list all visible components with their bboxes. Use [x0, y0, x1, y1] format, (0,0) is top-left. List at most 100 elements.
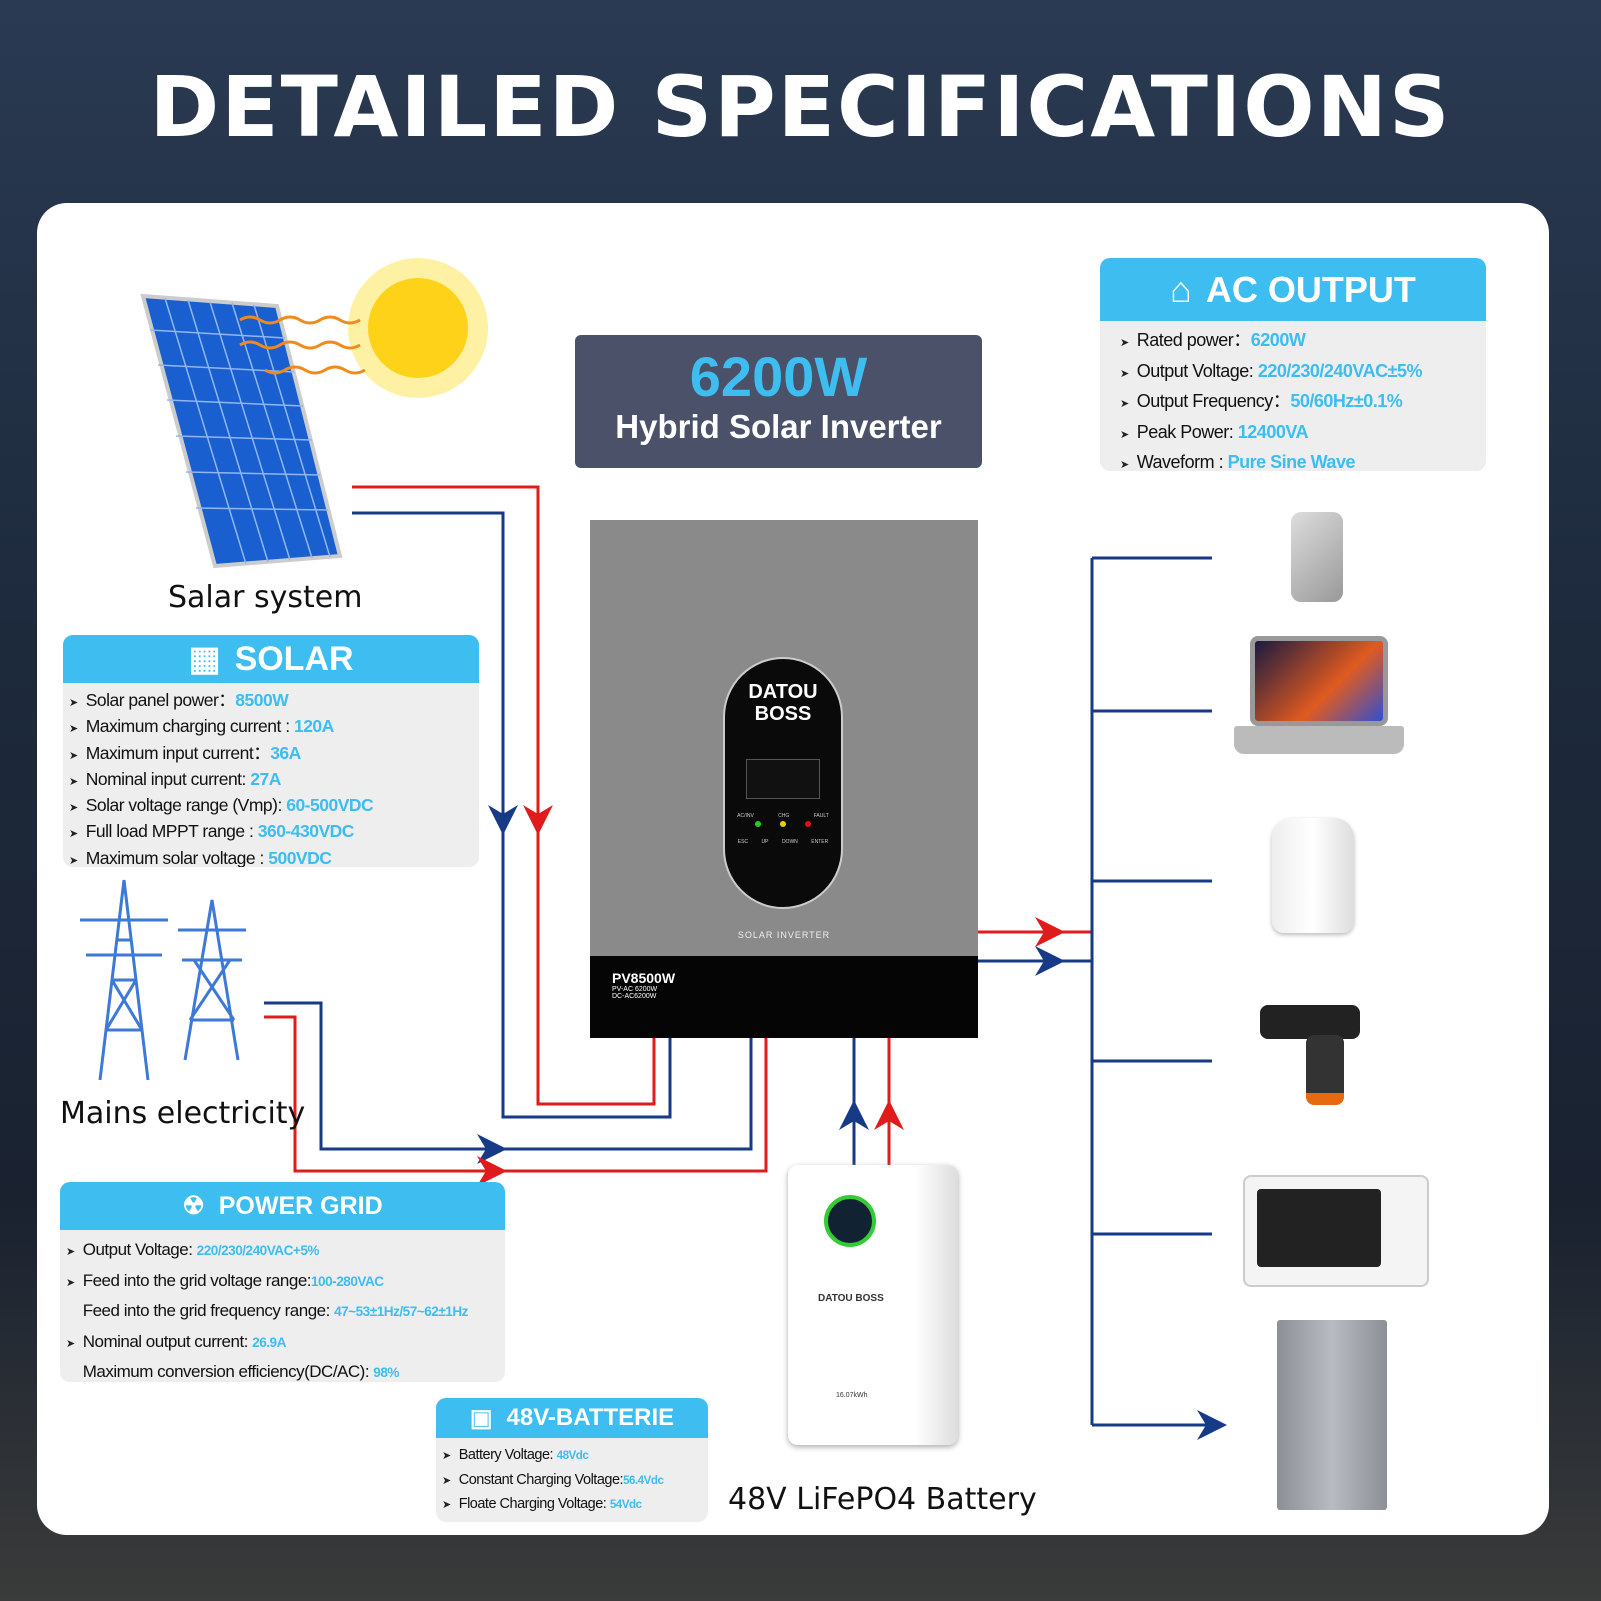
- grid-heading: POWER GRID: [218, 1191, 383, 1220]
- spec-item: Peak Power: 12400VA: [1120, 419, 1480, 450]
- spec-item: Nominal input current: 27A: [69, 768, 473, 794]
- spec-value: 48Vdc: [556, 1449, 589, 1462]
- led-green: [754, 821, 761, 827]
- spec-label: Nominal output current:: [82, 1331, 253, 1351]
- spec-label: Maximum solar voltage :: [85, 847, 269, 867]
- solar_box-list: Solar panel power：8500WMaximum charging …: [63, 683, 479, 867]
- spec-value: 120A: [293, 716, 334, 737]
- spec-item: Output Frequency：50/60Hz±0.1%: [1120, 388, 1480, 419]
- spec-label: Maximum conversion efficiency(DC/AC):: [82, 1362, 374, 1381]
- mains-label: Mains electricity: [60, 1096, 306, 1131]
- smartphone-icon: [1291, 512, 1343, 602]
- solar-red-line: [352, 485, 656, 1106]
- spec-value: 26.9A: [252, 1334, 286, 1350]
- spec-value: 60-500VDC: [286, 795, 374, 816]
- spec-label: Full load MPPT range :: [85, 821, 258, 842]
- spec-label: Feed into the grid frequency range:: [82, 1301, 335, 1320]
- sun-icon: [239, 258, 488, 398]
- spec-label: Output Voltage:: [82, 1240, 197, 1259]
- solar-panel-icon: [140, 293, 343, 569]
- esc-button: ESC: [737, 839, 749, 845]
- spec-value: 360-430VDC: [257, 821, 355, 842]
- battery_box-list: Battery Voltage: 48VdcConstant Charging …: [436, 1438, 708, 1522]
- spec-label: Peak Power:: [1136, 421, 1238, 442]
- oven-icon: [1243, 1175, 1429, 1287]
- model-spec2: DC-AC6200W: [612, 993, 657, 1000]
- appliances-icon: ⌂: [1170, 268, 1192, 310]
- battery-capacity: 16.07kWh: [836, 1392, 868, 1399]
- led-label: AC/INV: [737, 813, 754, 819]
- spec-value: 100-280VAC: [311, 1273, 384, 1289]
- battery-unit-image: DATOU BOSS 16.07kWh: [788, 1165, 958, 1445]
- spec-value: 6200W: [1250, 330, 1306, 350]
- spec-item: Solar voltage range (Vmp): 60-500VDC: [69, 794, 473, 820]
- led-red: [805, 821, 812, 827]
- spec-label: Output Frequency：: [1136, 391, 1291, 411]
- spec-value: 8500W: [235, 690, 289, 710]
- spec-value: 50/60Hz±0.1%: [1290, 391, 1403, 411]
- battery-brand: DATOU BOSS: [818, 1293, 884, 1304]
- drill-icon: [1260, 1005, 1360, 1039]
- solar-panel-icon: ▦: [188, 640, 221, 678]
- spec-label: Feed into the grid voltage range:: [82, 1270, 312, 1290]
- spec-value: 27A: [250, 768, 281, 789]
- solar-heading: SOLAR: [234, 639, 354, 678]
- up-button: UP: [761, 839, 769, 845]
- battery-heading: 48V-BATTERIE: [506, 1404, 675, 1431]
- model-name: PV8500W: [612, 970, 676, 986]
- brand-line2: BOSS: [754, 703, 812, 725]
- product-title-banner: 6200W Hybrid Solar Inverter: [575, 335, 982, 468]
- power-tower-icon: [80, 879, 246, 1081]
- enter-button: ENTER: [811, 839, 829, 845]
- spec-item: Output Voltage: 220/230/240VAC±5%: [1120, 358, 1480, 389]
- battery-icon: ▣: [469, 1404, 493, 1432]
- spec-label: Floate Charging Voltage:: [458, 1496, 610, 1512]
- grid-blue-line: [264, 1001, 753, 1151]
- drill-handle: [1306, 1035, 1344, 1105]
- led-label: FAULT: [813, 813, 829, 819]
- spec-item: Battery Voltage: 48Vdc: [442, 1444, 702, 1469]
- kettle-icon: [1272, 818, 1354, 933]
- lcd-display: [746, 759, 820, 799]
- spec-label: Maximum input current：: [85, 742, 271, 763]
- spec-item: Floate Charging Voltage: 54Vdc: [442, 1493, 702, 1518]
- solar-spec-box: ▦SOLAR Solar panel power：8500WMaximum ch…: [63, 635, 479, 867]
- solar-blue-line: [352, 511, 672, 1119]
- led-yellow: [779, 821, 786, 827]
- spec-value: 54Vdc: [609, 1498, 642, 1511]
- spec-item: Full load MPPT range : 360-430VDC: [69, 820, 473, 846]
- down-button: DOWN: [781, 839, 798, 845]
- spec-item: Maximum conversion efficiency(DC/AC): 98…: [66, 1358, 499, 1382]
- laptop-icon: [1250, 636, 1388, 726]
- spec-label: Solar panel power：: [85, 690, 236, 710]
- spec-item: Nominal output current: 26.9A: [66, 1328, 499, 1359]
- ac-heading: AC OUTPUT: [1205, 268, 1416, 310]
- spec-item: Feed into the grid frequency range: 47~5…: [66, 1297, 499, 1328]
- spec-item: Rated power：6200W: [1120, 327, 1480, 358]
- grid-spec-box: ☢POWER GRID Output Voltage: 220/230/240V…: [60, 1182, 505, 1382]
- battery-spec-box: ▣48V-BATTERIE Battery Voltage: 48VdcCons…: [436, 1398, 708, 1522]
- brand-line1: DATOU: [748, 681, 818, 703]
- spec-item: Feed into the grid voltage range:100-280…: [66, 1267, 499, 1298]
- inverter-base: PV8500W PV-AC 6200W DC-AC6200W: [590, 956, 978, 1038]
- spec-item: Solar panel power：8500W: [69, 689, 473, 715]
- front-label: SOLAR INVERTER: [737, 930, 831, 940]
- spec-value: 56.4Vdc: [623, 1473, 664, 1487]
- led-label: CHG: [778, 813, 790, 819]
- spec-label: Rated power：: [1136, 330, 1252, 350]
- spec-label: Waveform :: [1136, 452, 1228, 471]
- spec-label: Maximum charging current :: [85, 716, 294, 737]
- ac_box-list: Rated power：6200WOutput Voltage: 220/230…: [1100, 321, 1486, 471]
- spec-label: Constant Charging Voltage:: [458, 1471, 624, 1488]
- spec-value: 500VDC: [268, 847, 332, 867]
- spec-item: Output Voltage: 220/230/240VAC+5%: [66, 1236, 499, 1267]
- spec-item: Constant Charging Voltage:56.4Vdc: [442, 1469, 702, 1494]
- spec-value: 36A: [270, 742, 301, 763]
- page-title: DETAILED SPECIFICATIONS: [149, 58, 1452, 156]
- battery-display: [824, 1195, 876, 1247]
- grid_box-list: Output Voltage: 220/230/240VAC+5%Feed in…: [60, 1230, 505, 1382]
- spec-label: Solar voltage range (Vmp):: [85, 795, 287, 816]
